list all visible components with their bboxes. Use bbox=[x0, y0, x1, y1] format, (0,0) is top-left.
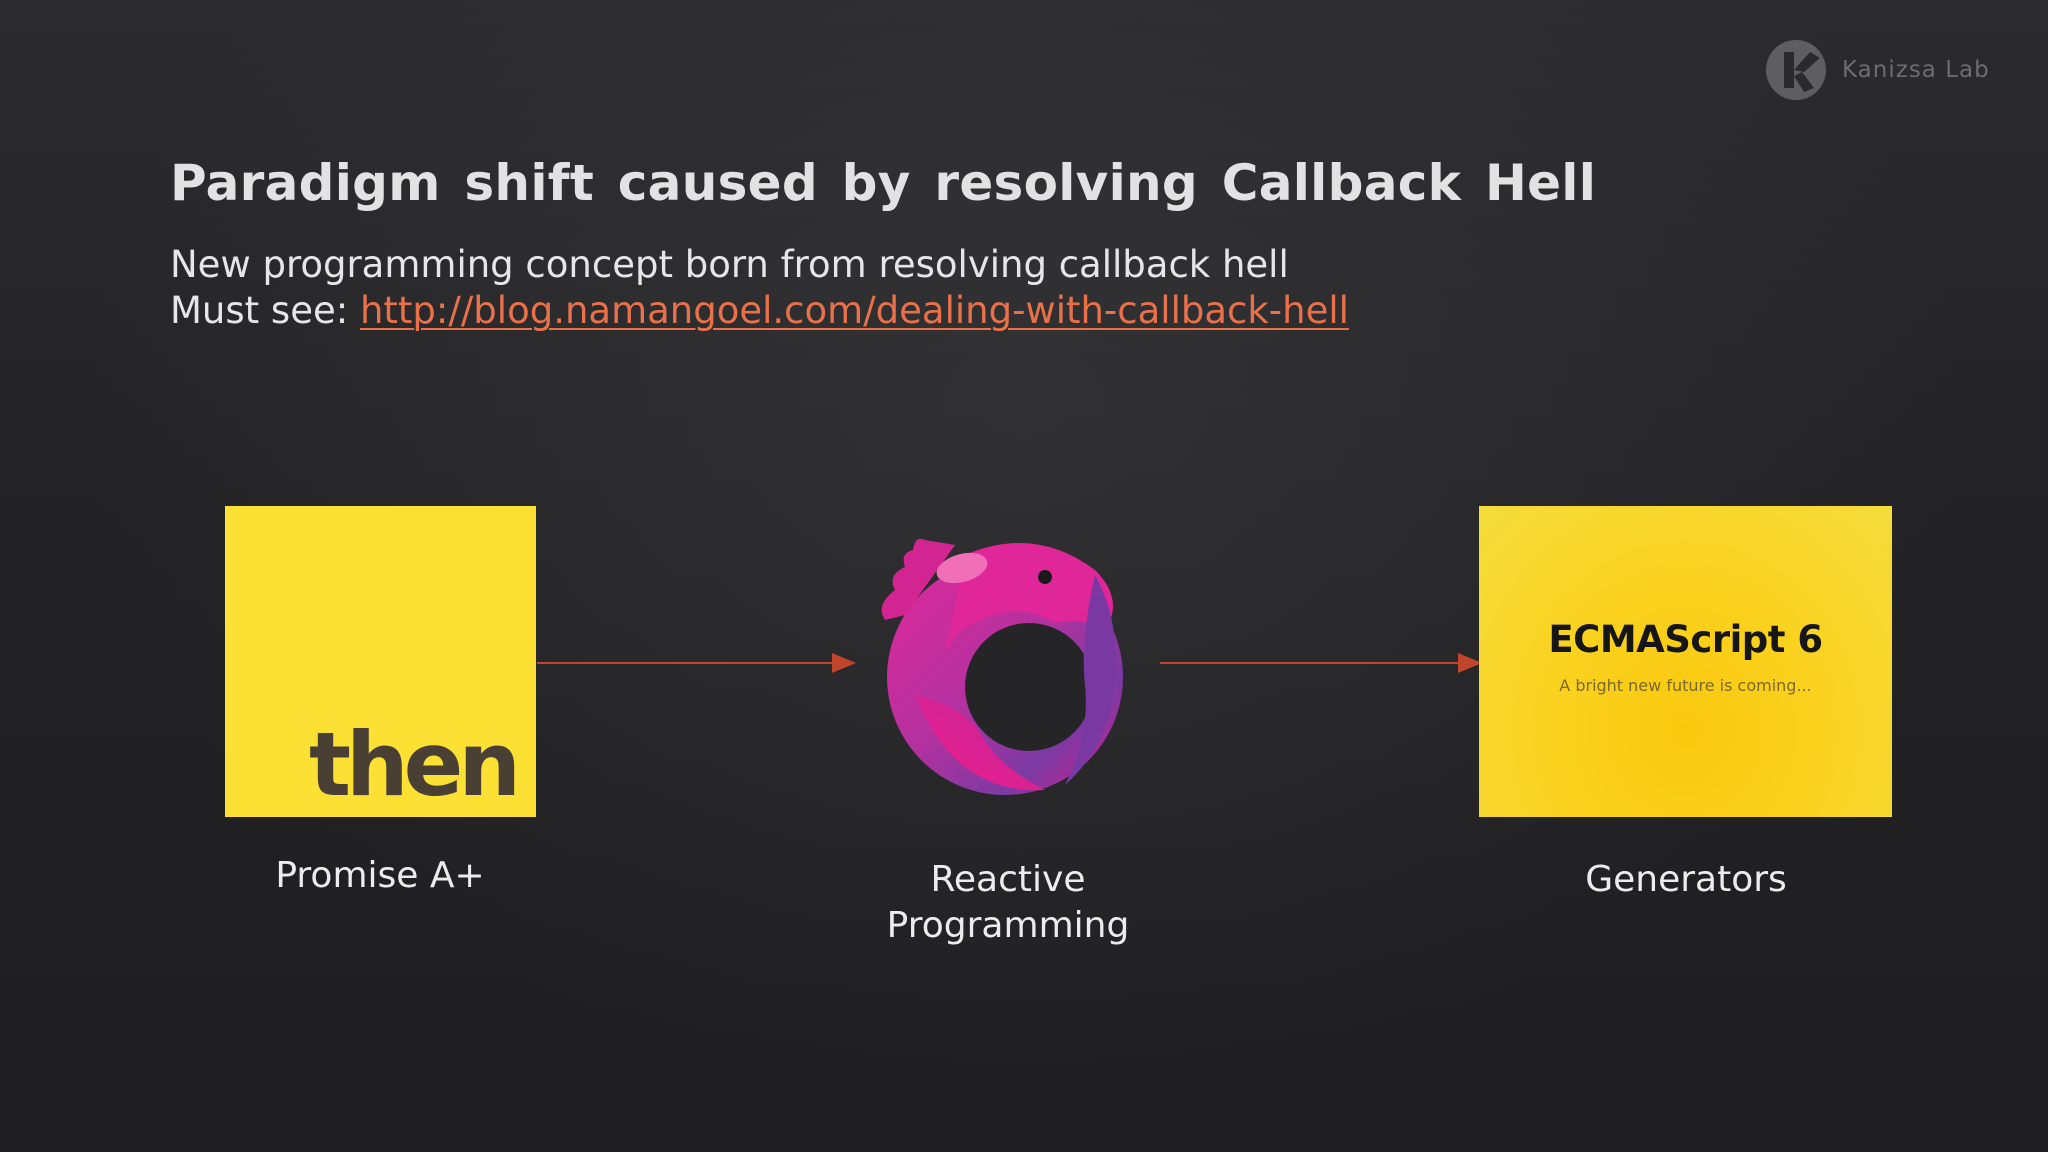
ecmascript6-logo: ECMAScript 6 A bright new future is comi… bbox=[1479, 506, 1892, 817]
then-logo: then bbox=[225, 506, 536, 817]
reactivex-eel-icon bbox=[881, 538, 1123, 795]
brand: Kanizsa Lab bbox=[1764, 38, 1990, 102]
caption-reactive: Reactive Programming bbox=[858, 857, 1158, 949]
es6-logo-title: ECMAScript 6 bbox=[1548, 618, 1823, 661]
subtitle-line: New programming concept born from resolv… bbox=[170, 243, 1289, 286]
kanizsa-k-icon bbox=[1766, 40, 1826, 100]
brand-name: Kanizsa Lab bbox=[1842, 57, 1990, 83]
caption-promise: Promise A+ bbox=[275, 855, 485, 896]
must-see-label: Must see: bbox=[170, 289, 360, 332]
es6-logo-subtitle: A bright new future is coming... bbox=[1559, 676, 1812, 695]
caption-reactive-line2: Programming bbox=[886, 905, 1130, 946]
caption-generators: Generators bbox=[1585, 859, 1787, 900]
slide-subtitle: New programming concept born from resolv… bbox=[170, 242, 1349, 334]
callback-hell-link[interactable]: http://blog.namangoel.com/dealing-with-c… bbox=[359, 289, 1349, 332]
slide-title: Paradigm shift caused by resolving Callb… bbox=[170, 154, 1597, 212]
then-logo-text: then bbox=[308, 713, 521, 816]
must-see-line: Must see: http://blog.namangoel.com/deal… bbox=[170, 288, 1349, 334]
caption-reactive-line1: Reactive bbox=[930, 859, 1086, 900]
